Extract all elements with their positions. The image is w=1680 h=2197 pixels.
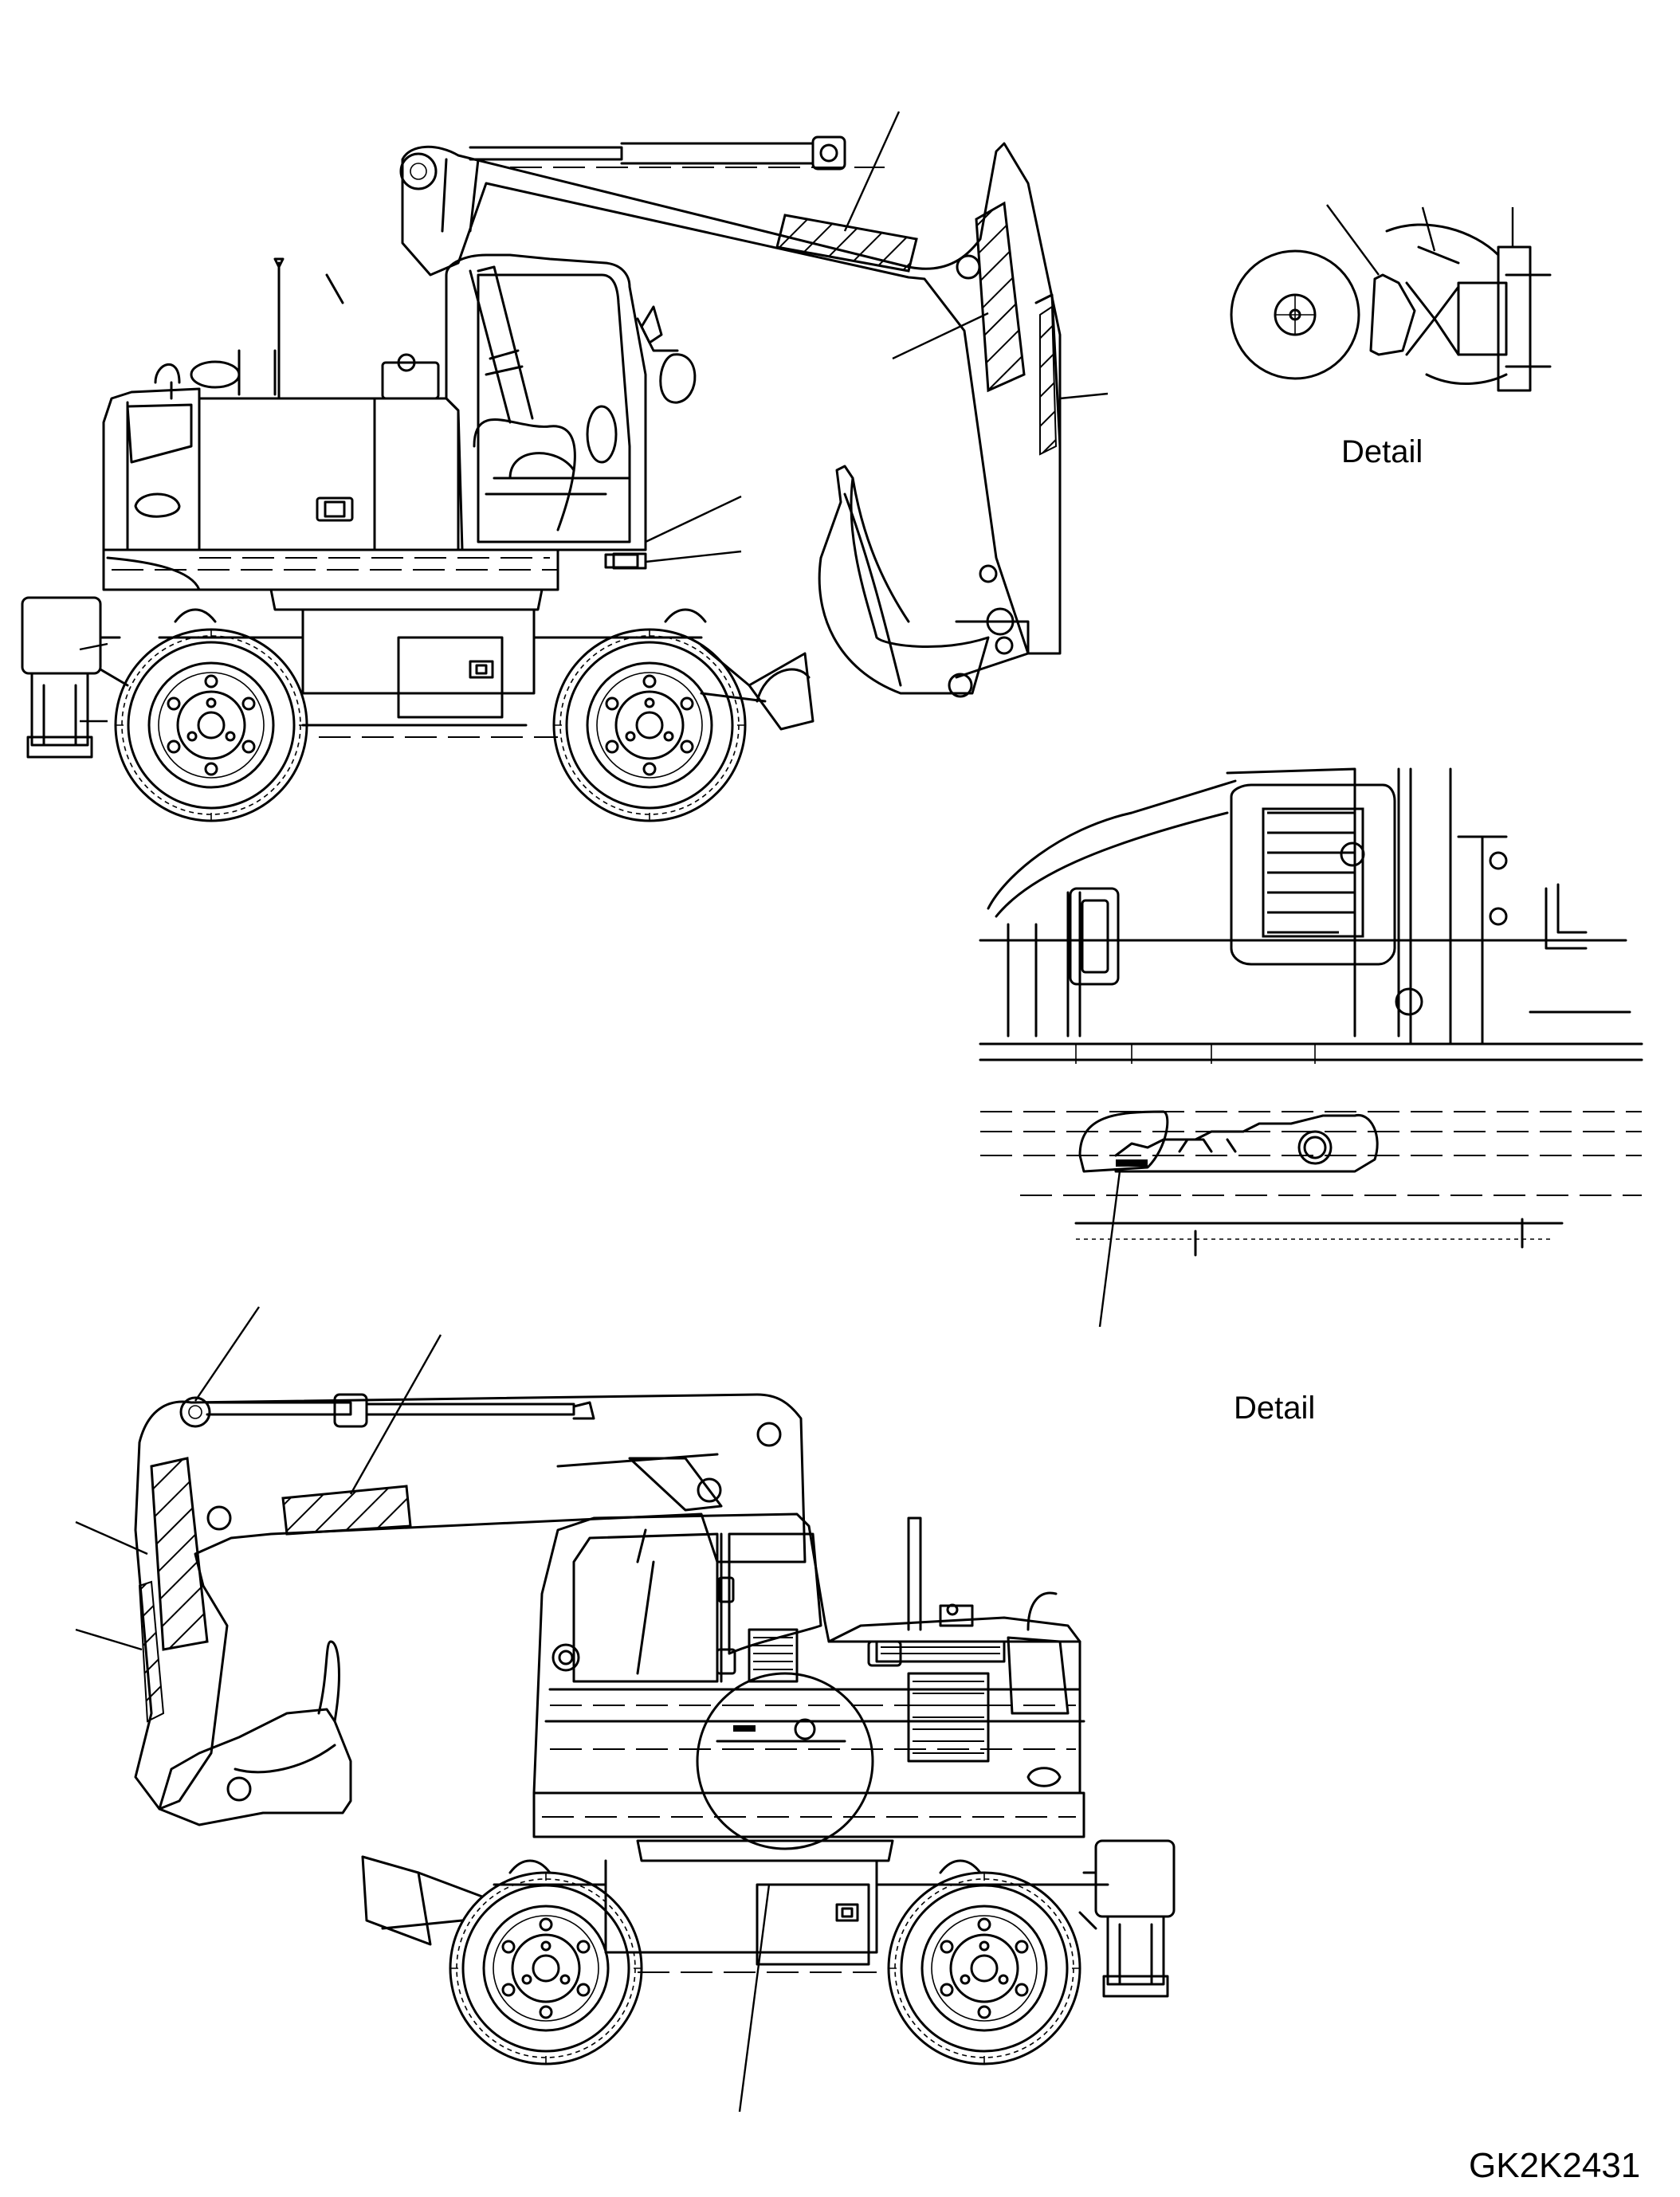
leader-lines-bottom	[75, 1306, 771, 2113]
excavator-right-side-view	[134, 1393, 1176, 2066]
drawing-code: GK2K2431	[1469, 2146, 1641, 2185]
detail-label-middle: Detail	[1234, 1391, 1316, 1426]
leader-lines-top	[79, 111, 1109, 723]
detail-label-top: Detail	[1341, 434, 1423, 469]
detail-pin-view	[1230, 204, 1552, 392]
detail-side-panel-view	[979, 767, 1643, 1328]
excavator-left-side-view	[21, 135, 1062, 822]
